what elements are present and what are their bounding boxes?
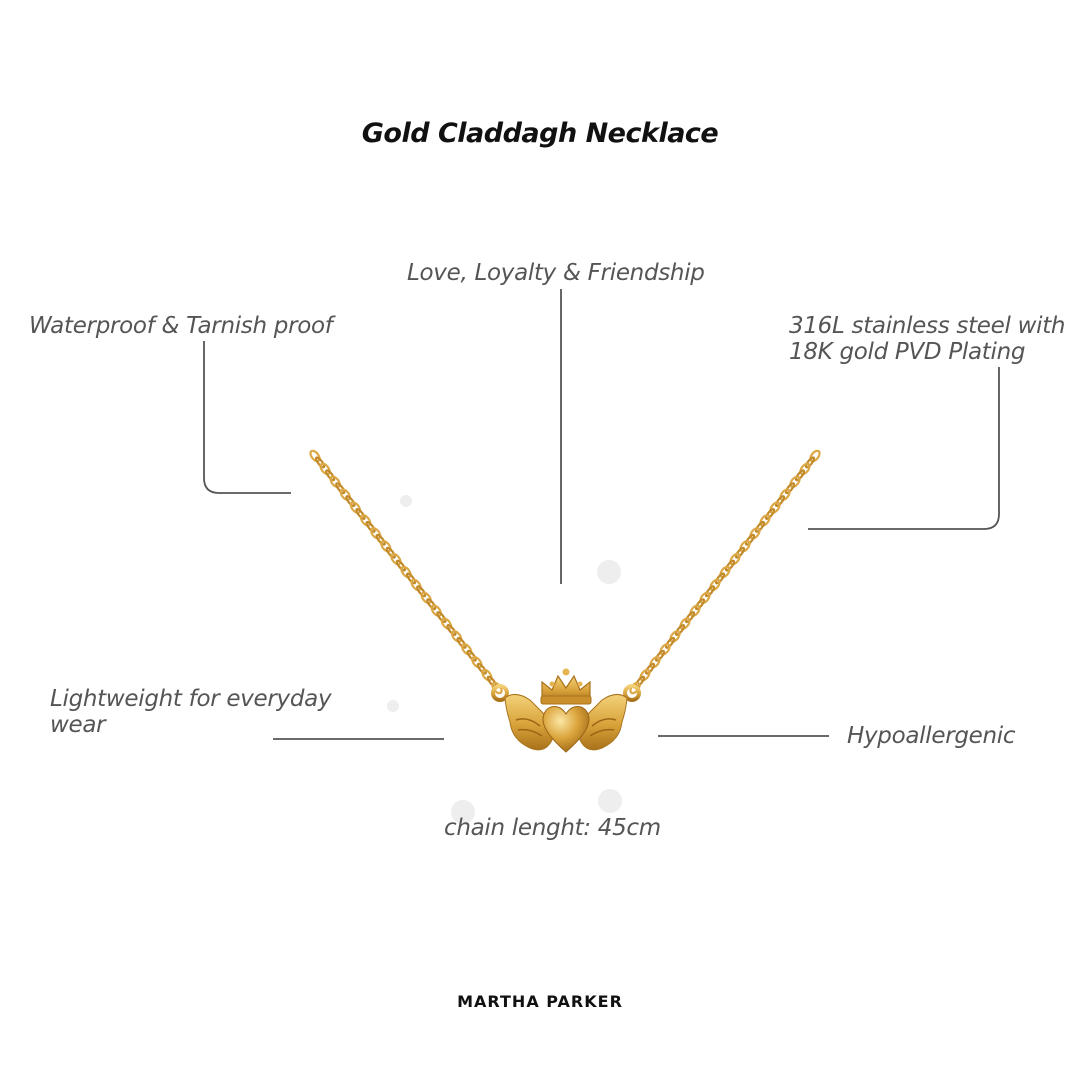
feature-lightweight: Lightweight for everyday wear (50, 686, 332, 738)
chain-link (689, 604, 701, 617)
feature-waterproof: Waterproof & Tarnish proof (29, 313, 333, 339)
chain-link (644, 662, 656, 675)
chain-link (779, 488, 791, 501)
feature-lightweight-line-2: wear (50, 712, 106, 738)
chain-link (349, 501, 362, 514)
chain-link (345, 495, 356, 508)
chain-link (359, 514, 372, 527)
chain-link (769, 501, 781, 514)
chain-link (684, 611, 696, 624)
chain-link (309, 449, 321, 463)
chain-link (679, 617, 691, 630)
chain-link (749, 527, 761, 540)
chain-link (471, 655, 483, 669)
chain-link (754, 520, 766, 533)
chain-link (664, 636, 676, 649)
chain-link (410, 578, 422, 592)
chain-link (339, 488, 351, 501)
chain-link (669, 630, 681, 643)
chain-link (774, 495, 786, 508)
chain-link (709, 578, 721, 592)
chain-link (370, 527, 382, 540)
page-title: Gold Claddagh Necklace (361, 118, 719, 149)
chain-link (416, 585, 427, 598)
chain-link (385, 546, 396, 559)
chain-link (390, 552, 402, 566)
feature-material-line-2: 18K gold PVD Plating (789, 339, 1026, 365)
chain-link (804, 456, 816, 469)
chain-link (789, 475, 801, 489)
chain-link (694, 598, 706, 611)
chain-link (714, 572, 726, 585)
chain-link (355, 508, 366, 520)
feature-meaning: Love, Loyalty & Friendship (407, 260, 705, 286)
chain-link (461, 643, 473, 656)
chain-right (629, 449, 821, 695)
chain-link (375, 533, 386, 546)
chain-link (724, 559, 736, 572)
chain-link (380, 539, 392, 553)
chain-link (809, 449, 821, 463)
chain-link (699, 591, 711, 605)
chain-link (639, 668, 651, 682)
chain-link (734, 546, 746, 559)
chain-link (456, 636, 467, 649)
chain-link (319, 462, 331, 476)
chain-link (476, 662, 487, 675)
chain-link (420, 591, 432, 605)
chain-link (674, 624, 686, 636)
chain-link (430, 604, 442, 617)
chain-link (329, 475, 341, 489)
chain-link (649, 655, 661, 669)
chain-link (481, 668, 493, 682)
callout-lines (203, 289, 1000, 740)
background-dots (387, 495, 622, 824)
chain-link (450, 630, 463, 643)
chain-link (400, 565, 412, 579)
chain-link (466, 649, 477, 662)
chain-link (314, 456, 326, 469)
chain-link (325, 469, 336, 482)
chain-link (704, 585, 716, 598)
chain-link (335, 482, 346, 495)
feature-lightweight-line-1: Lightweight for everyday (50, 686, 332, 712)
feature-chain-length: chain lenght: 45cm (444, 815, 661, 841)
chain-link (436, 611, 447, 624)
chain-left (309, 449, 503, 695)
feature-hypoallergenic: Hypoallergenic (847, 723, 1016, 749)
feature-material-line-1: 316L stainless steel with (789, 313, 1066, 339)
chain-link (729, 552, 741, 566)
chain-link (426, 598, 437, 611)
chain-link (405, 572, 417, 585)
chain-link (794, 469, 806, 482)
chain-link (784, 482, 796, 495)
chain-link (744, 533, 756, 546)
chain-link (446, 624, 457, 636)
chain-link (395, 559, 407, 572)
brand-name: MARTHA PARKER (457, 992, 623, 1011)
callout-line-waterproof (203, 341, 291, 494)
chain-link (739, 539, 751, 553)
chain-link (365, 520, 376, 533)
chain-link (719, 565, 731, 579)
feature-material: 316L stainless steel with 18K gold PVD P… (789, 313, 1066, 365)
chain-link (659, 643, 671, 656)
callout-line-material (808, 367, 1000, 530)
claddagh-pendant-icon (491, 668, 641, 753)
chain-link (764, 508, 776, 520)
chain-link (799, 462, 811, 476)
chain-link (759, 514, 771, 527)
chain-link (654, 649, 666, 662)
chain-link (440, 617, 453, 630)
